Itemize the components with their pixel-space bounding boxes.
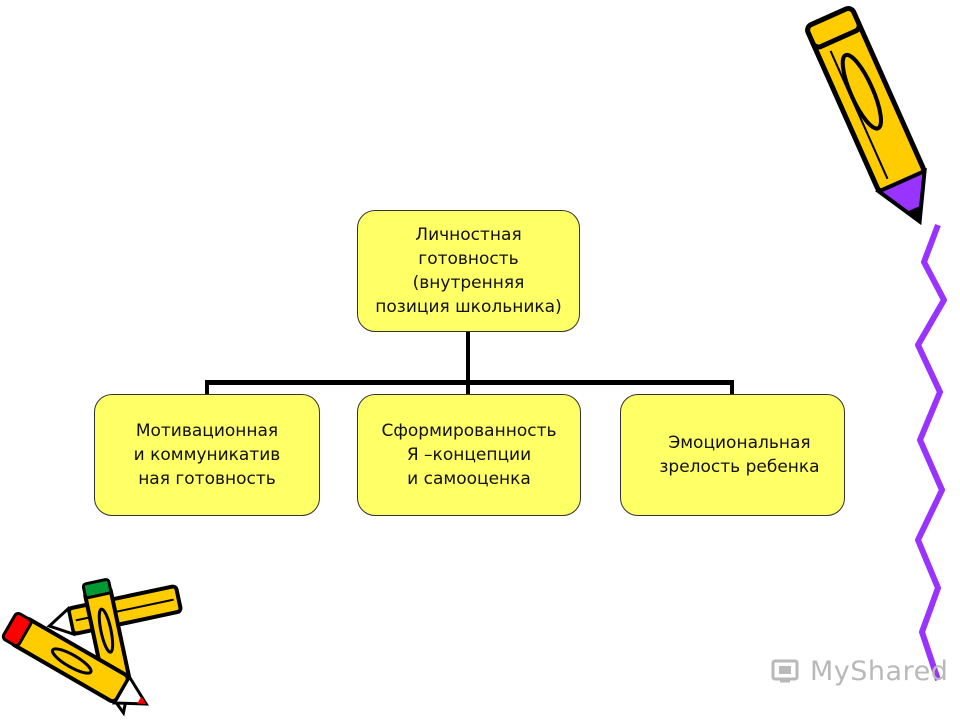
root-node-label: Личностная готовность (внутренняя позици… — [375, 225, 562, 317]
connector-stem — [466, 332, 470, 383]
child-node-self-concept: Сформированность Я –концепции и самооцен… — [357, 394, 581, 516]
connector-drop-1 — [205, 380, 209, 394]
root-node: Личностная готовность (внутренняя позици… — [357, 210, 580, 332]
child-node-label: Эмоциональная зрелость ребенка — [659, 433, 820, 477]
mysharedlogo-icon — [771, 659, 799, 682]
connector-drop-2 — [466, 380, 470, 394]
watermark: MyShared — [770, 656, 948, 687]
child-node-label: Мотивационная и коммуникатив ная готовно… — [133, 421, 281, 489]
child-node-label: Сформированность Я –концепции и самооцен… — [381, 421, 557, 489]
child-node-motivational: Мотивационная и коммуникатив ная готовно… — [94, 394, 320, 516]
watermark-text: MyShared — [810, 656, 949, 687]
connector-drop-3 — [730, 380, 734, 394]
child-node-emotional: Эмоциональная зрелость ребенка — [620, 394, 845, 516]
